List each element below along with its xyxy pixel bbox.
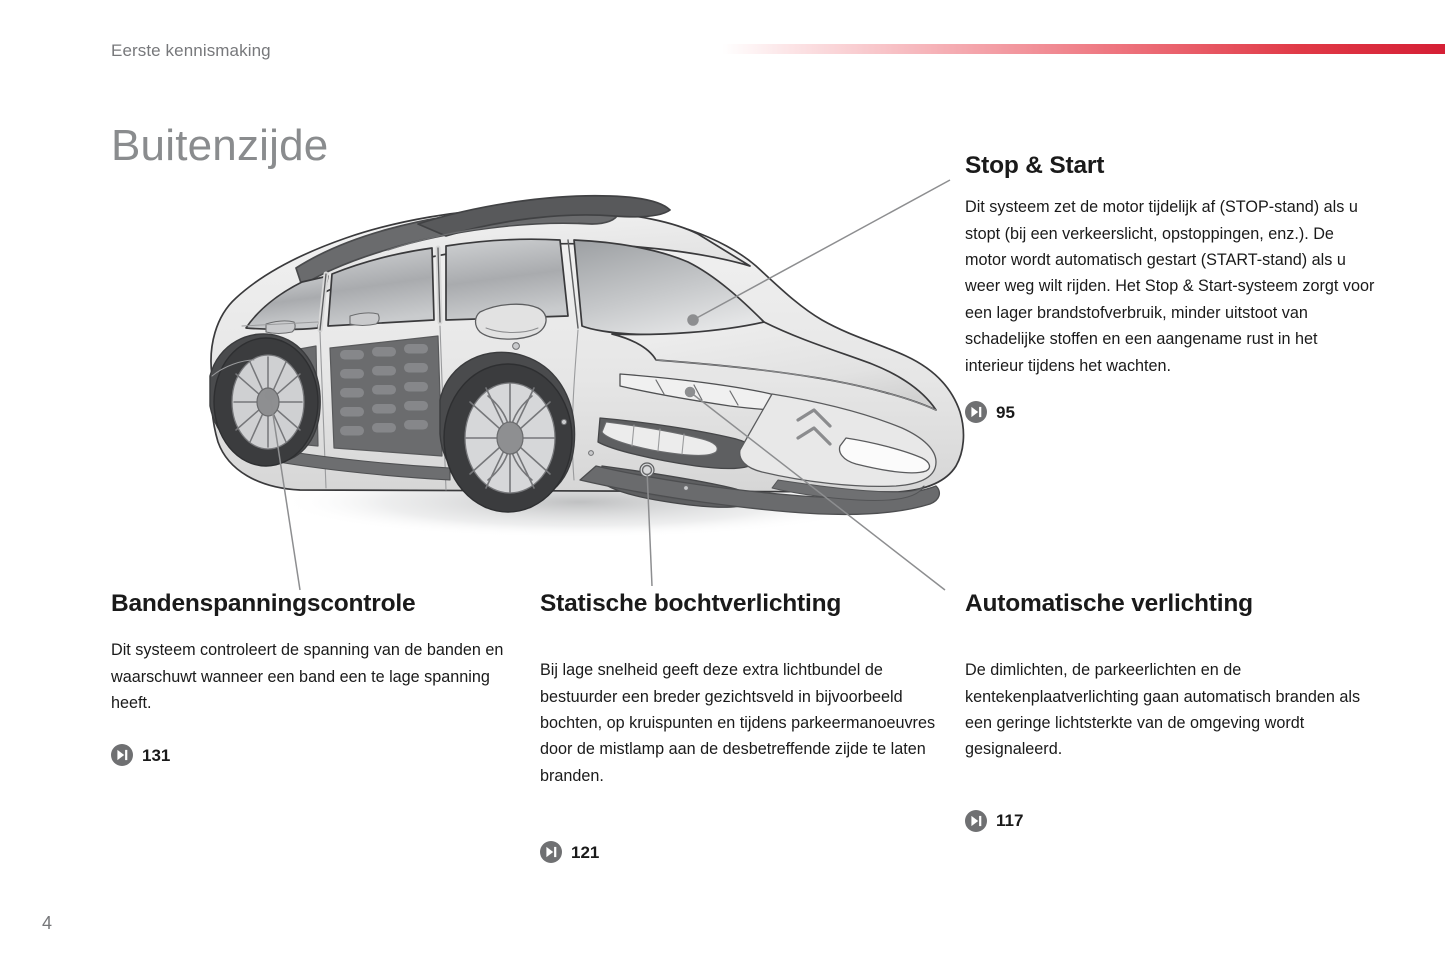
- beltline: [241, 321, 319, 327]
- side-sill: [255, 445, 451, 481]
- front-fascia: [739, 393, 937, 488]
- roof-rail-left: [295, 207, 619, 287]
- page-reference-tyre-pressure[interactable]: 131: [111, 744, 511, 767]
- skip-next-icon: [111, 744, 133, 767]
- front-fender-shut: [571, 329, 579, 481]
- lower-air-intake: [599, 465, 749, 508]
- leader-line-autolight: [689, 391, 946, 591]
- headlamp-lens: [601, 421, 718, 456]
- skip-next-icon: [965, 809, 987, 832]
- c-pillar: [437, 247, 441, 323]
- rear-wheel-arch: [209, 333, 321, 463]
- body-sensor-dot-b: [560, 418, 568, 426]
- body-sensor-dot-c: [588, 450, 594, 456]
- body-automatic-lighting: De dimlichten, de parkeerlichten en de k…: [965, 661, 1361, 759]
- front-fog-lamp: [639, 462, 655, 478]
- headlamp-lens-segments: [631, 424, 685, 455]
- mirror-detail: [485, 327, 539, 333]
- leader-line-tyre: [269, 394, 301, 591]
- front-hub-cap: [496, 421, 524, 455]
- number-plate: [838, 437, 931, 474]
- rear-wheel-spokes: [233, 356, 303, 448]
- drl-detail: [655, 379, 739, 406]
- page-number: 4: [42, 913, 53, 933]
- headlamp-cluster: [597, 417, 759, 470]
- front-tyre: [443, 363, 573, 513]
- car-hood: [611, 321, 937, 411]
- page-reference-stop-start[interactable]: 95: [965, 401, 1375, 424]
- car-body: [210, 206, 965, 493]
- leader-dot-stop-start: [687, 314, 699, 326]
- hood-shut-line: [655, 359, 937, 411]
- lower-bumper-mesh: [771, 479, 925, 501]
- rear-door-shut: [319, 331, 327, 489]
- roof-rail-detail: [387, 221, 579, 251]
- front-door-handle: [349, 312, 380, 327]
- block-stop-start: Stop & Start Dit systeem zet de motor ti…: [965, 152, 1375, 424]
- body-tyre-pressure: Dit systeem controleert de spanning van …: [111, 641, 504, 712]
- b-pillar: [319, 273, 327, 331]
- lower-air-intake-mesh: [607, 471, 734, 504]
- brand-chevron-logo: [796, 408, 832, 446]
- front-wheel-spokes: [465, 383, 555, 493]
- rear-panel-accent: [211, 359, 255, 377]
- c-pillar-highlight: [435, 245, 443, 325]
- callout-leader-lines: [264, 179, 951, 591]
- airbump-panel-front: [329, 335, 443, 457]
- body-sensor-dot-d: [683, 485, 689, 491]
- section-label: Eerste kennismaking: [111, 41, 271, 60]
- front-wheel-arch: [439, 351, 576, 504]
- page-reference-number: 117: [996, 811, 1024, 831]
- rear-door-window: [327, 247, 435, 327]
- page-reference-number: 131: [142, 745, 171, 765]
- front-bumper-skirt: [579, 465, 941, 516]
- a-pillar: [567, 239, 579, 329]
- rear-tyre: [213, 337, 319, 467]
- car-illustration: [150, 150, 1000, 620]
- skip-next-icon: [965, 401, 987, 424]
- windshield: [573, 239, 765, 336]
- heading-automatic-lighting: Automatische verlichting: [965, 590, 1253, 617]
- block-tyre-pressure: Bandenspanningscontrole Dit systeem cont…: [111, 590, 511, 767]
- leader-dot-autolight: [684, 386, 696, 398]
- b-pillar-highlight: [317, 271, 329, 333]
- page-reference-cornering-light[interactable]: 121: [540, 841, 940, 864]
- leader-dot-tyre: [264, 389, 276, 401]
- leader-line-stop-start: [692, 179, 951, 321]
- heading-stop-start: Stop & Start: [965, 152, 1105, 179]
- page-reference-automatic-lighting[interactable]: 117: [965, 809, 1375, 832]
- block-cornering-light: Statische bochtverlichting Bij lage snel…: [540, 590, 940, 864]
- rear-quarter-window: [245, 275, 329, 331]
- front-door-window: [445, 238, 569, 321]
- airbump-panel-rear: [249, 345, 319, 447]
- roof-rail-right: [417, 194, 671, 237]
- skip-next-icon: [540, 841, 562, 864]
- body-stop-start: Dit systeem zet de motor tijdelijk af (S…: [965, 198, 1375, 375]
- side-mirror: [474, 303, 547, 340]
- page-reference-number: 95: [996, 402, 1015, 422]
- car-illustration-svg: [209, 179, 965, 591]
- rear-hub-cap: [256, 387, 280, 417]
- heading-cornering-light: Statische bochtverlichting: [540, 590, 842, 617]
- body-sensor-dot-a: [512, 342, 520, 350]
- heading-tyre-pressure: Bandenspanningscontrole: [111, 590, 416, 617]
- page-title: Buitenzijde: [111, 121, 329, 171]
- rear-wheel-rim: [231, 354, 305, 450]
- front-wheel-rim: [464, 382, 556, 494]
- car-roof: [299, 210, 751, 303]
- body-cornering-light: Bij lage snelheid geeft deze extra licht…: [540, 661, 936, 785]
- block-automatic-lighting: Automatische verlichting De dimlichten, …: [965, 590, 1375, 832]
- front-door-shut: [439, 325, 447, 491]
- header-gradient-rule: [722, 44, 1445, 54]
- daytime-running-light: [619, 373, 803, 411]
- rear-door-handle: [265, 320, 296, 335]
- page-reference-number: 121: [571, 842, 600, 862]
- leader-dot-cornering: [641, 464, 653, 476]
- ground-shadow: [280, 466, 880, 538]
- leader-line-cornering: [646, 469, 653, 587]
